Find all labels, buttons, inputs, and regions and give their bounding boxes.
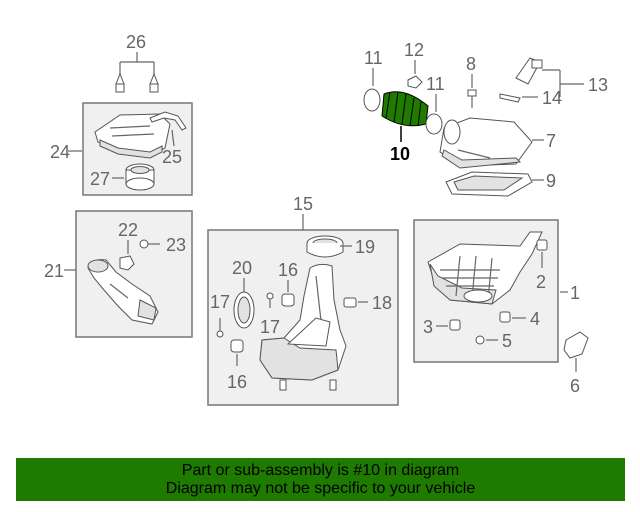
part-11-clamp-right[interactable] [425,113,443,135]
part-24-tray[interactable] [94,113,171,159]
callout-8[interactable]: 8 [466,54,476,74]
callout-26[interactable]: 26 [126,32,146,52]
part-17-bolt-b[interactable] [216,318,224,338]
callout-23[interactable]: 23 [166,235,186,255]
callout-14[interactable]: 14 [542,88,562,108]
callout-13[interactable]: 13 [588,75,608,95]
part-25-bracket[interactable] [149,111,187,131]
part-17-bolt-a[interactable] [266,292,274,308]
part-27-grommet[interactable] [125,163,155,191]
part-14-screw[interactable] [499,93,521,103]
callout-25[interactable]: 25 [162,147,182,167]
part-12-nut[interactable] [407,75,423,89]
callout-4[interactable]: 4 [530,309,540,329]
part-20-seal[interactable] [233,291,255,329]
part-26-clips[interactable] [115,52,159,93]
info-banner: Part or sub-assembly is #10 in diagram D… [16,458,625,501]
callout-2[interactable]: 2 [536,272,546,292]
part-7-cover[interactable] [439,117,533,169]
callout-27[interactable]: 27 [90,169,110,189]
part-10-hose-highlight[interactable] [381,91,429,127]
callout-5[interactable]: 5 [502,331,512,351]
callout-20[interactable]: 20 [232,258,252,278]
part-8-bolt[interactable] [467,89,477,108]
callout-11a[interactable]: 11 [364,48,383,68]
part-6-bracket[interactable] [563,331,589,359]
part-19-ring[interactable] [306,235,344,258]
callout-7[interactable]: 7 [546,131,556,151]
part-16-grommet-a[interactable] [281,293,295,307]
part-9-filter[interactable] [445,171,533,197]
callout-16a[interactable]: 16 [278,260,298,280]
banner-line-1: Part or sub-assembly is #10 in diagram [181,461,460,479]
callout-17a[interactable]: 17 [210,292,230,312]
callout-22[interactable]: 22 [118,220,138,240]
callout-24[interactable]: 24 [50,142,70,162]
callout-16b[interactable]: 16 [227,372,247,392]
callout-18[interactable]: 18 [372,293,392,313]
callout-3[interactable]: 3 [423,317,433,337]
callout-11b[interactable]: 11 [426,74,445,94]
part-1-case[interactable] [427,231,543,305]
callout-21[interactable]: 21 [44,261,64,281]
callout-12[interactable]: 12 [404,40,424,60]
part-2-grommet[interactable] [536,239,548,251]
part-15-housing[interactable] [259,263,347,391]
banner-line-2: Diagram may not be specific to your vehi… [165,479,476,497]
callout-15[interactable]: 15 [293,194,313,214]
callout-6[interactable]: 6 [570,376,580,396]
part-21-duct[interactable] [87,259,159,325]
callout-10[interactable]: 10 [390,144,410,164]
part-4-bushing[interactable] [499,311,511,323]
part-16-grommet-b[interactable] [230,339,244,353]
part-22-nut[interactable] [119,255,135,271]
part-3-bushing[interactable] [449,319,461,331]
part-13-sensor[interactable] [515,57,543,85]
part-18-grommet[interactable] [343,297,357,308]
callout-9[interactable]: 9 [546,171,556,191]
callout-19[interactable]: 19 [355,237,375,257]
callout-1[interactable]: 1 [570,283,580,303]
callout-17b[interactable]: 17 [260,317,280,337]
part-5-clip[interactable] [475,335,485,345]
part-11-clamp-left[interactable] [363,88,381,112]
part-23-clip[interactable] [139,239,160,249]
